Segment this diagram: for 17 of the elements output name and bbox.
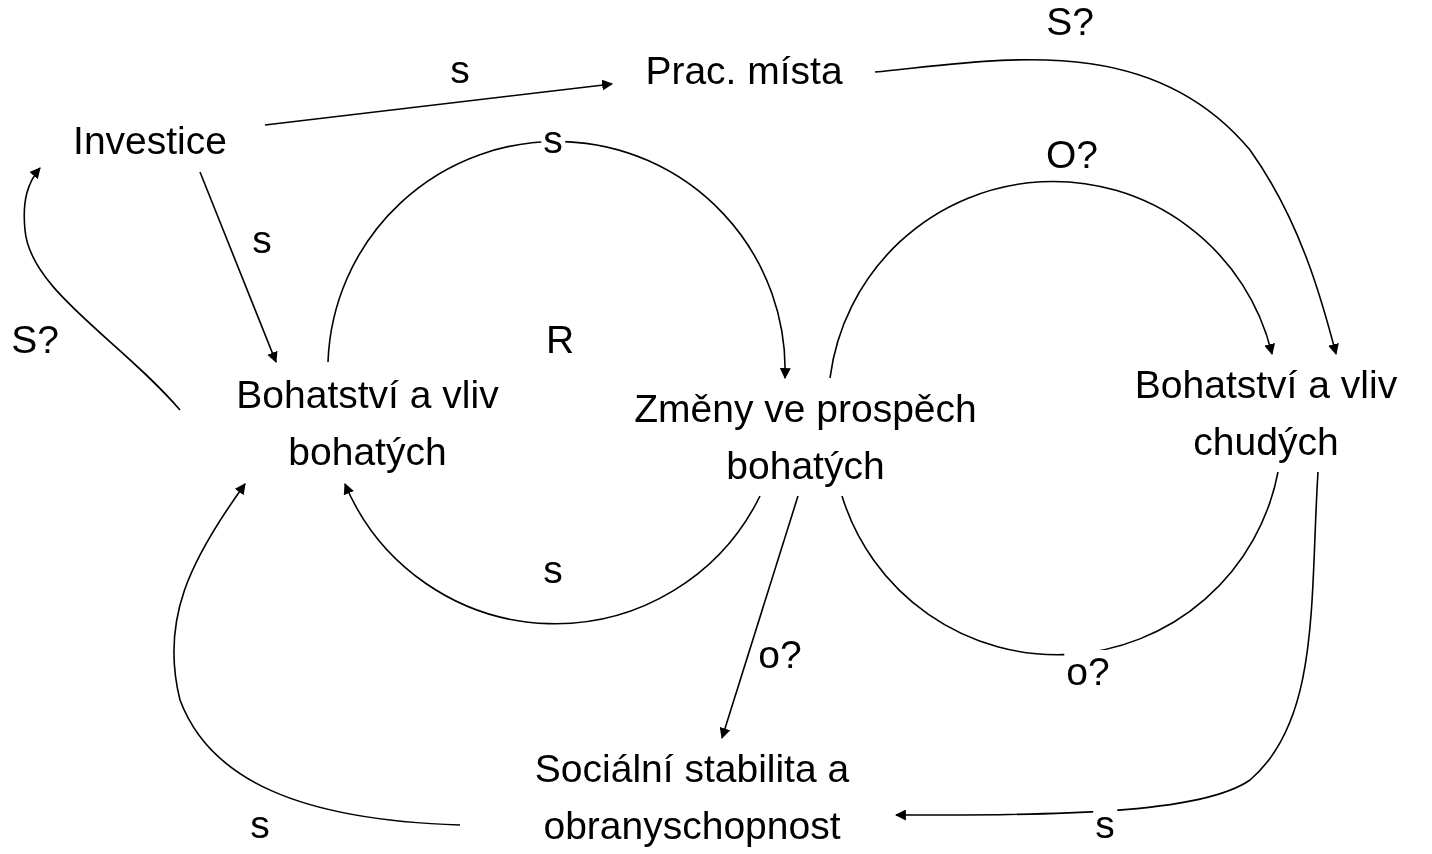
- arrow: [344, 483, 761, 625]
- arrow: [199, 171, 278, 363]
- arrow: [264, 79, 614, 126]
- arrow: [173, 483, 461, 826]
- variable-label: Bohatství a vliv chudých: [1102, 356, 1430, 470]
- arrow: [327, 140, 791, 380]
- variable-label: Bohatství a vliv bohatých: [195, 366, 540, 480]
- variable-label: Investice: [50, 112, 250, 169]
- arrow: [874, 59, 1339, 356]
- arrow: [719, 495, 799, 740]
- variable-label: Sociální stabilita a obranyschopnost: [492, 740, 892, 854]
- loop-label: R: [544, 318, 576, 362]
- variable-label: Prac. místa: [616, 42, 872, 99]
- arrow: [894, 471, 1319, 821]
- arrow: [23, 167, 181, 411]
- variable-label: Změny ve prospěch bohatých: [588, 380, 1023, 494]
- arrow: [829, 180, 1275, 379]
